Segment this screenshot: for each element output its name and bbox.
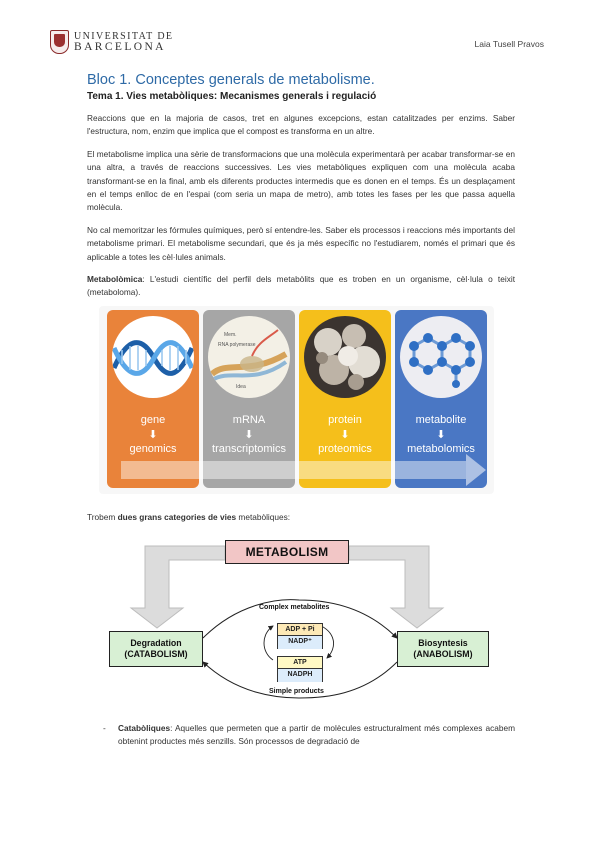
adp-pi-label: ADP + Pi [278, 623, 322, 637]
omics-column-mrna: Mem. RNA polymerase Idea mRNA ⬇ transcri… [203, 309, 295, 488]
omics-label-genomics: genomics [129, 442, 177, 455]
categories-intro: Trobem dues grans categories de vies met… [87, 512, 515, 522]
page-content: Bloc 1. Conceptes generals de metabolism… [87, 72, 515, 749]
biosyntesis-label: Biosyntesis [418, 637, 468, 648]
omics-name-mrna: mRNA [232, 413, 266, 426]
omics-label-metabolomics: metabolomics [407, 442, 475, 455]
mrna-icon: Mem. RNA polymerase Idea [210, 329, 288, 390]
bullet-catabolic: - Catabòliques: Aquelles que permeten qu… [87, 722, 515, 749]
mrna-label-3: Idea [236, 384, 246, 390]
catabolism-label: (CATABOLISM) [124, 648, 188, 659]
biosyntesis-box: Biosyntesis (ANABOLISM) [397, 630, 489, 667]
paragraph-3: No cal memoritzar les fórmules químiques… [87, 224, 515, 262]
bloc-title: Bloc 1. Conceptes generals de metabolism… [87, 72, 375, 88]
simple-products-label: Simple products [269, 687, 324, 695]
omics-figure: gene ⬇ genomics Mem. RNA polymerase Idea… [99, 305, 494, 494]
progression-arrow-head-icon [466, 453, 486, 486]
omics-name-metabolite: metabolite [415, 413, 467, 426]
metabolomica-term: Metabolòmica [87, 274, 143, 285]
author-name: Laia Tusell Pravos [474, 39, 544, 49]
down-arrow-icon: ⬇ [436, 428, 446, 441]
diagram-arrows [129, 545, 445, 699]
atp-label: ATP [278, 656, 322, 670]
mrna-label-2: RNA polymerase [218, 342, 256, 348]
omics-name-protein: protein [328, 413, 362, 426]
complex-metabolites-label: Complex metabolites [259, 603, 330, 611]
logo-line-1: UNIVERSITAT DE [74, 31, 174, 42]
page-header: UNIVERSITAT DE BARCELONA Laia Tusell Pra… [0, 0, 599, 70]
paragraph-2: El metabolisme implica una sèrie de tran… [87, 148, 515, 213]
bullet-text: : Aquelles que permeten que a partir de … [118, 722, 515, 747]
down-arrow-icon: ⬇ [148, 428, 158, 441]
cycle-arrow-bottom [202, 661, 398, 699]
dna-helix-icon [112, 339, 194, 376]
logo-text: UNIVERSITAT DE BARCELONA [74, 31, 173, 53]
nadp-label: NADP⁺ [278, 636, 322, 649]
dna-helix-image [112, 315, 194, 398]
omics-label-proteomics: proteomics [318, 442, 372, 455]
down-arrow-icon: ⬇ [340, 428, 350, 441]
paragraph-1: Reaccions que en la majoria de casos, tr… [87, 113, 515, 137]
bullet-dash: - [103, 722, 106, 733]
omics-column-gene: gene ⬇ genomics [107, 309, 199, 488]
metabolism-box: METABOLISM [225, 539, 349, 564]
anabolism-label: (ANABOLISM) [413, 648, 473, 659]
metabolism-diagram: METABOLISM Degradation (CATABOLISM) Bios… [87, 528, 515, 708]
categories-intro-prefix: Trobem [87, 511, 118, 522]
protein-icon [314, 323, 380, 390]
omics-label-transcriptomics: transcriptomics [212, 442, 286, 455]
down-arrow-icon: ⬇ [244, 428, 254, 441]
metabolite-molecule-image [400, 315, 482, 398]
mrna-transcription-image: Mem. RNA polymerase Idea [208, 315, 290, 398]
mrna-label-1: Mem. [224, 332, 237, 338]
protein-image [304, 315, 386, 398]
progression-arrow-band [121, 460, 466, 479]
cycle-arrow-top [202, 599, 398, 639]
categories-intro-suffix: metabòliques: [236, 511, 291, 522]
logo-line-2: BARCELONA [74, 41, 166, 53]
university-logo: UNIVERSITAT DE BARCELONA [50, 30, 173, 54]
metabolomica-text: : L'estudi científic del perfil dels met… [87, 274, 515, 298]
catabolism-block-arrow-icon [129, 545, 226, 629]
adp-nadp-box: ADP + Pi NADP⁺ [277, 622, 323, 649]
molecule-icon [409, 332, 475, 388]
bullet-term: Catabòliques [118, 722, 171, 733]
nadph-label: NADPH [278, 669, 322, 682]
omics-column-protein: protein ⬇ proteomics [299, 309, 391, 488]
university-seal-icon [50, 30, 69, 54]
atp-nadph-box: ATP NADPH [277, 655, 323, 682]
anabolism-block-arrow-icon [348, 545, 445, 629]
categories-intro-bold: dues grans categories de vies [117, 511, 237, 522]
energy-arrow-left [263, 625, 274, 661]
tema-title: Tema 1. Vies metabòliques: Mecanismes ge… [87, 91, 377, 102]
metabolomica-definition: Metabolòmica: L'estudi científic del per… [87, 273, 515, 300]
omics-name-gene: gene [140, 413, 166, 426]
degradation-label: Degradation [130, 637, 182, 648]
degradation-box: Degradation (CATABOLISM) [109, 630, 203, 667]
